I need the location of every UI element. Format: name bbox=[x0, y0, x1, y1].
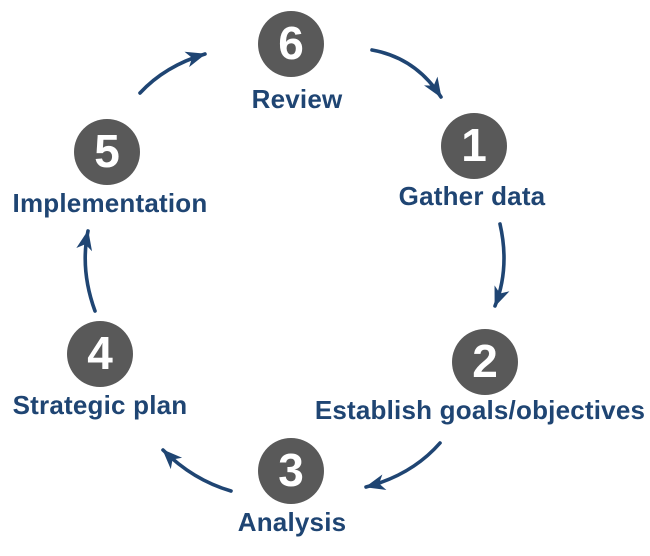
arrow-5-to-6-icon bbox=[138, 51, 207, 95]
arrow-3-to-4-icon bbox=[161, 448, 233, 493]
step-4-circle: 4 bbox=[67, 321, 133, 387]
step-1-label: Gather data bbox=[398, 181, 546, 211]
step-2-label: Establish goals/objectives bbox=[314, 395, 646, 425]
step-5-circle: 5 bbox=[74, 119, 140, 185]
arrow-6-to-1-icon bbox=[370, 48, 443, 99]
step-6-number: 6 bbox=[278, 17, 304, 69]
step-3-label: Analysis bbox=[237, 507, 347, 537]
step-5-label: Implementation bbox=[12, 188, 208, 218]
step-1-circle: 1 bbox=[441, 113, 507, 179]
step-6-circle: 6 bbox=[258, 11, 324, 77]
arrow-1-to-2-icon bbox=[493, 222, 510, 308]
arrow-2-to-3-icon bbox=[364, 441, 442, 490]
arrow-4-to-5-icon bbox=[76, 229, 97, 313]
step-3-circle: 3 bbox=[258, 438, 324, 504]
step-1-number: 1 bbox=[461, 119, 487, 171]
step-6-label: Review bbox=[251, 84, 343, 114]
step-2-number: 2 bbox=[472, 335, 498, 387]
step-4-number: 4 bbox=[87, 327, 113, 379]
step-3-number: 3 bbox=[278, 444, 304, 496]
step-4-label: Strategic plan bbox=[12, 390, 188, 420]
step-5-number: 5 bbox=[94, 125, 120, 177]
step-2-circle: 2 bbox=[452, 329, 518, 395]
